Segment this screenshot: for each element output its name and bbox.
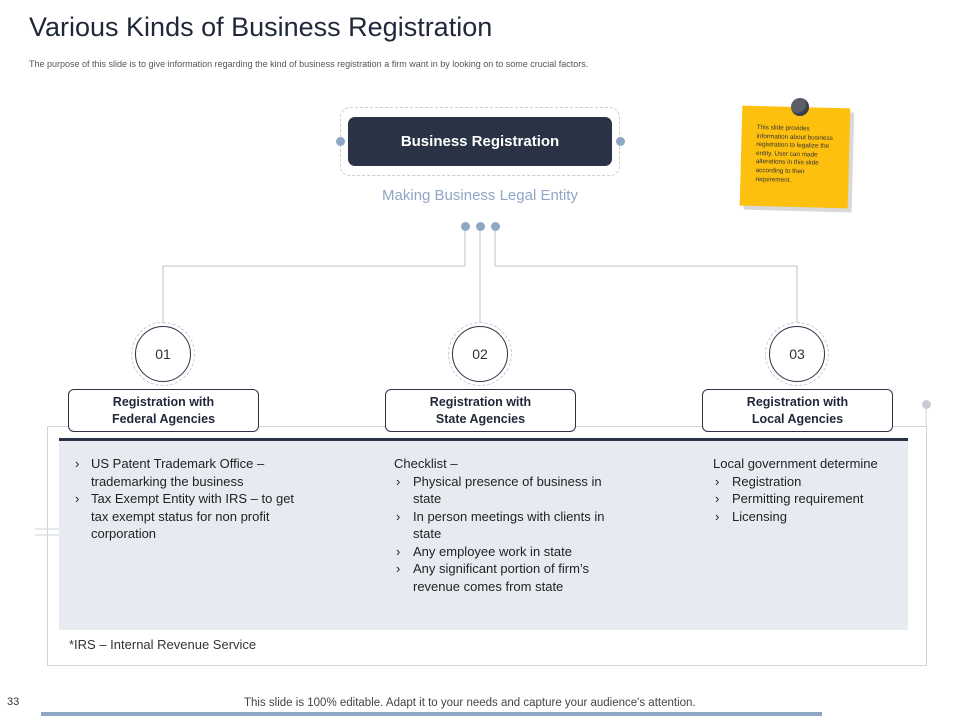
local-item: Permitting requirement xyxy=(713,490,903,508)
label-local-line1: Registration with xyxy=(746,394,849,409)
footer-note: This slide is 100% editable. Adapt it to… xyxy=(244,697,696,709)
federal-details: US Patent Trademark Office – trademarkin… xyxy=(73,455,308,543)
number-02: 02 xyxy=(472,346,488,362)
page-number: 33 xyxy=(7,696,20,708)
local-details: Local government determine Registration … xyxy=(713,455,903,525)
tagline: Making Business Legal Entity xyxy=(382,187,578,204)
state-details: Checklist – Physical presence of busines… xyxy=(394,455,619,595)
local-item: Licensing xyxy=(713,508,903,526)
business-registration-label: Business Registration xyxy=(400,133,560,150)
label-federal-agencies: Registration with Federal Agencies xyxy=(68,389,259,432)
pushpin-icon xyxy=(791,98,809,116)
label-state-agencies: Registration with State Agencies xyxy=(385,389,576,432)
state-item: Physical presence of business in state xyxy=(394,473,619,508)
label-local-agencies: Registration with Local Agencies xyxy=(702,389,893,432)
slide-subtitle: The purpose of this slide is to give inf… xyxy=(29,59,589,69)
branch-dot-1 xyxy=(461,222,470,231)
number-03: 03 xyxy=(789,346,805,362)
branch-dot-3 xyxy=(491,222,500,231)
federal-item: US Patent Trademark Office – trademarkin… xyxy=(73,455,308,490)
branch-dot-2 xyxy=(476,222,485,231)
label-local-line2: Local Agencies xyxy=(751,411,844,426)
label-federal-line1: Registration with xyxy=(112,394,215,409)
number-circle-01: 01 xyxy=(135,326,191,382)
label-federal-line2: Federal Agencies xyxy=(111,411,216,426)
state-item: Any employee work in state xyxy=(394,543,619,561)
sticky-note-text: This slide provides information about bu… xyxy=(755,123,833,184)
number-01: 01 xyxy=(155,346,171,362)
state-heading: Checklist – xyxy=(394,456,458,471)
federal-item: Tax Exempt Entity with IRS – to get tax … xyxy=(73,490,308,543)
number-circle-02: 02 xyxy=(452,326,508,382)
state-item: Any significant portion of firm’s revenu… xyxy=(394,560,619,595)
footnote: *IRS – Internal Revenue Service xyxy=(69,637,257,652)
side-dot xyxy=(922,400,931,409)
slide-title: Various Kinds of Business Registration xyxy=(29,12,493,42)
label-state-line1: Registration with xyxy=(429,394,532,409)
footer-bar xyxy=(41,712,822,716)
business-registration-box: Business Registration xyxy=(348,117,612,166)
top-box-left-dot xyxy=(336,137,345,146)
local-item: Registration xyxy=(713,473,903,491)
number-circle-03: 03 xyxy=(769,326,825,382)
sticky-note: This slide provides information about bu… xyxy=(739,105,851,209)
top-box-right-dot xyxy=(616,137,625,146)
state-item: In person meetings with clients in state xyxy=(394,508,619,543)
label-state-line2: State Agencies xyxy=(435,411,526,426)
local-heading: Local government determine xyxy=(713,456,878,471)
